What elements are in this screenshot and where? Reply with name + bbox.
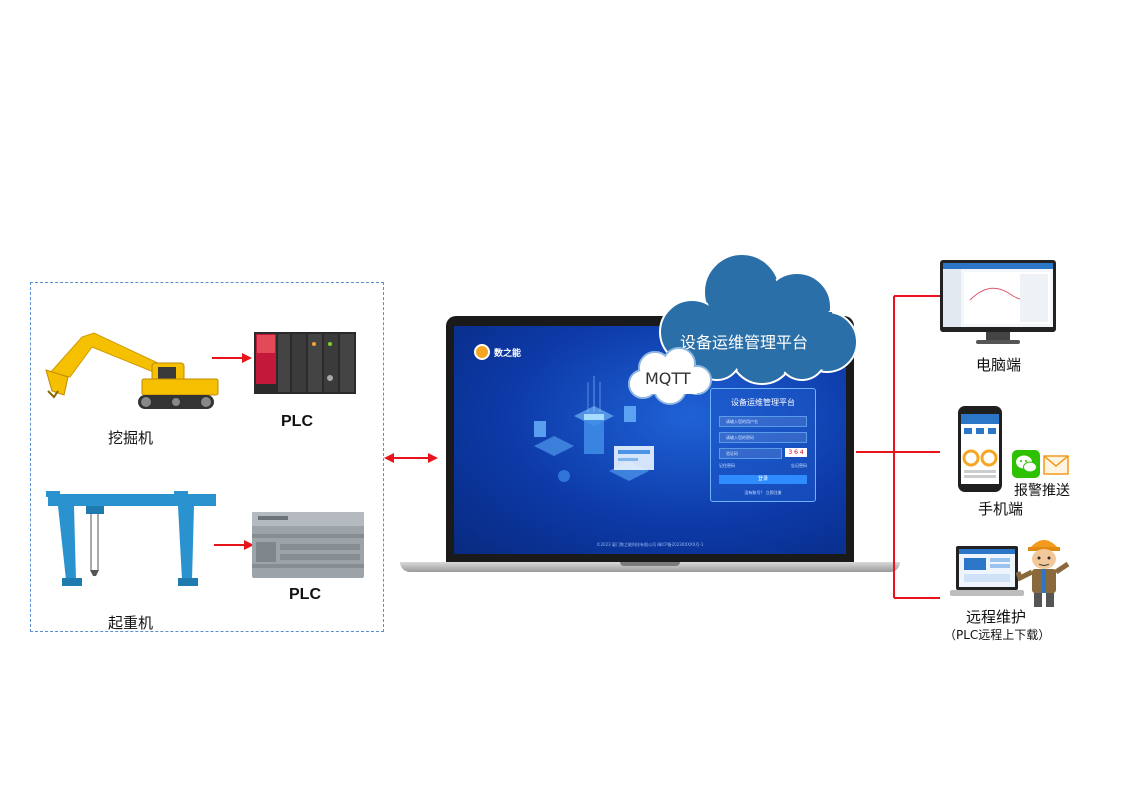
captcha-input[interactable]: 验证码 [719,448,782,459]
distribution-lines [856,295,940,599]
bidirectional-arrow [384,453,438,463]
login-title: 设备运维管理平台 [731,398,795,407]
password-placeholder: 请输入您的密码 [726,435,754,440]
crane-label: 起重机 [108,614,154,632]
arrow-crane-plc [214,540,254,550]
equipment-group-box [30,282,384,632]
wechat-icon [1012,450,1040,478]
username-input[interactable]: 请输入您的用户名 [719,416,807,427]
plc-label-1: PLC [281,413,313,430]
excavator-icon [45,332,219,409]
platform-title: 设备运维管理平台 [680,333,809,352]
mobile-label: 手机端 [978,500,1024,518]
screen-footer: ©2023 厦门数之能科技有限公司 闽ICP备2023XXXXX号-1 [596,542,704,547]
plc-rack-icon [254,332,356,394]
excavator-label: 挖掘机 [108,429,154,447]
remote-laptop-icon [950,546,1024,596]
mail-icon [1043,455,1069,475]
arrow-excavator-plc [212,353,252,363]
forgot-link[interactable]: 忘记密码 [791,463,807,468]
platform-cloud [659,253,858,385]
laptop-base [400,562,900,572]
remember-checkbox[interactable]: 记住密码 [719,463,735,468]
remote-sublabel: （PLC远程上下载） [944,628,1051,642]
brand-logo-icon [474,344,490,360]
captcha-placeholder: 验证码 [726,451,738,456]
laptop-notch [620,562,680,566]
desktop-monitor-icon [940,260,1056,344]
brand-name: 数之能 [494,348,522,359]
captcha-row: 验证码 3 6 4 [719,448,807,459]
remote-label: 远程维护 [966,608,1027,626]
login-options: 记住密码 忘记密码 [719,463,807,469]
login-button[interactable]: 登录 [719,475,807,484]
username-placeholder: 请输入您的用户名 [726,419,758,424]
mqtt-label: MQTT [645,369,691,388]
mqtt-cloud [628,347,712,405]
password-input[interactable]: 请输入您的密码 [719,432,807,443]
login-panel: 设备运维管理平台 请输入您的用户名 请输入您的密码 验证码 3 6 4 记住密码… [710,388,816,502]
plc-module-icon [252,512,364,578]
alarm-label: 报警推送 [1014,483,1070,499]
register-link[interactable]: 没有账号？ 立即注册 [744,490,782,495]
iot-illustration [534,376,654,482]
worker-icon [1016,540,1070,607]
crane-icon [46,491,216,586]
mobile-phone-icon [958,406,1002,492]
pc-label: 电脑端 [976,356,1022,374]
plc-label-2: PLC [289,586,321,603]
captcha-image[interactable]: 3 6 4 [785,448,807,457]
brand-logo: 数之能 [474,344,521,360]
